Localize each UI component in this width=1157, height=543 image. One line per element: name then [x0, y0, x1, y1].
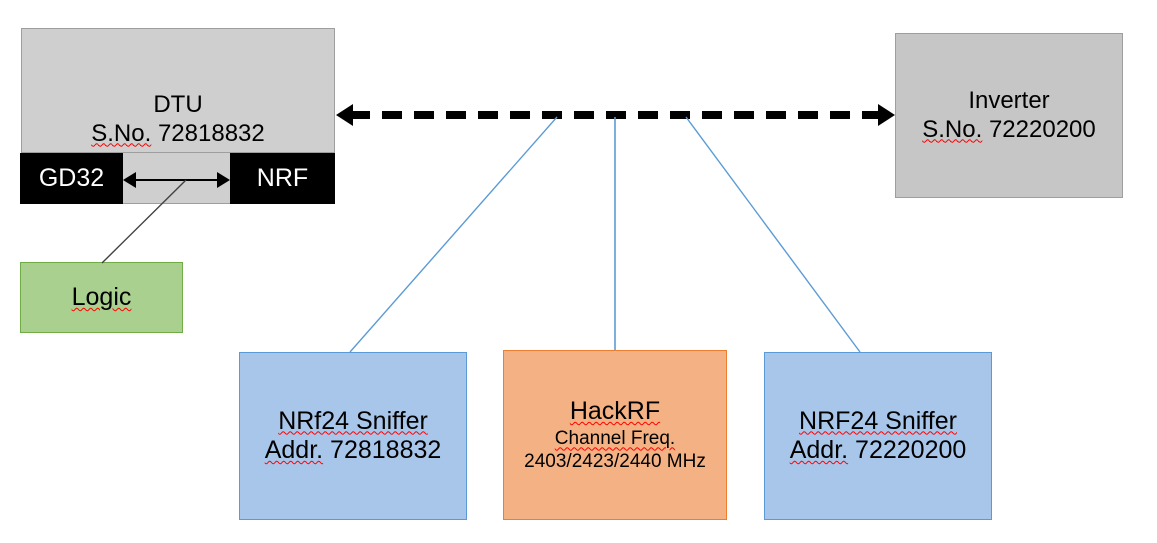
sniffer-right-addr-label: Addr.	[789, 436, 849, 464]
sniffer-left-addr: Addr. 72818832	[265, 436, 442, 466]
inverter-label: Inverter	[968, 87, 1050, 115]
sniffer-right-label: NRF24 Sniffer	[799, 406, 957, 435]
inverter-node[interactable]: Inverter S.No. 72220200	[895, 33, 1123, 198]
dtu-serial-value: 72818832	[157, 119, 265, 147]
sniffer-left-to-link-connector	[349, 116, 558, 353]
hackrf-frequencies: 2403/2423/2440 MHz	[524, 450, 706, 472]
sniffer-left-addr-value: 72818832	[330, 436, 442, 464]
sniffer-left-label: NRf24 Sniffer	[278, 406, 428, 435]
gd32-nrf-arrowhead-left-icon	[123, 172, 136, 188]
dtu-serial-label: S.No.	[91, 119, 152, 147]
dtu-label: DTU	[153, 91, 203, 119]
dtu-inverter-arrowhead-right-icon	[878, 104, 895, 126]
nrf-chip[interactable]: NRF	[230, 153, 335, 204]
sniffer-right-node[interactable]: NRF24 Sniffer Addr. 72220200	[764, 352, 992, 520]
logic-label: Logic	[71, 282, 132, 311]
gd32-nrf-connector-line	[135, 179, 218, 181]
dtu-serial: S.No. 72818832	[91, 120, 264, 148]
gd32-nrf-arrowhead-right-icon	[217, 172, 230, 188]
nrf-label: NRF	[256, 164, 309, 192]
dtu-inverter-dashed-link	[350, 111, 888, 119]
dtu-node[interactable]: DTU S.No. 72818832	[21, 28, 335, 153]
sniffer-left-node[interactable]: NRf24 Sniffer Addr. 72818832	[239, 352, 467, 520]
sniffer-right-addr-value: 72220200	[855, 436, 967, 464]
gd32-label: GD32	[38, 164, 105, 192]
inverter-serial-value: 72220200	[988, 115, 1096, 143]
logic-node[interactable]: Logic	[20, 262, 183, 333]
hackrf-sub-label: Channel Freq.	[554, 428, 676, 450]
dtu-inverter-arrowhead-left-icon	[336, 104, 353, 126]
inverter-serial-label: S.No.	[922, 115, 983, 143]
gd32-chip[interactable]: GD32	[20, 153, 123, 204]
sniffer-right-to-link-connector	[685, 116, 861, 353]
hackrf-label: HackRF	[569, 396, 661, 425]
sniffer-left-addr-label: Addr.	[264, 436, 324, 464]
inverter-serial: S.No. 72220200	[922, 116, 1095, 144]
sniffer-right-addr: Addr. 72220200	[790, 436, 967, 466]
hackrf-node[interactable]: HackRF Channel Freq. 2403/2423/2440 MHz	[503, 350, 727, 520]
